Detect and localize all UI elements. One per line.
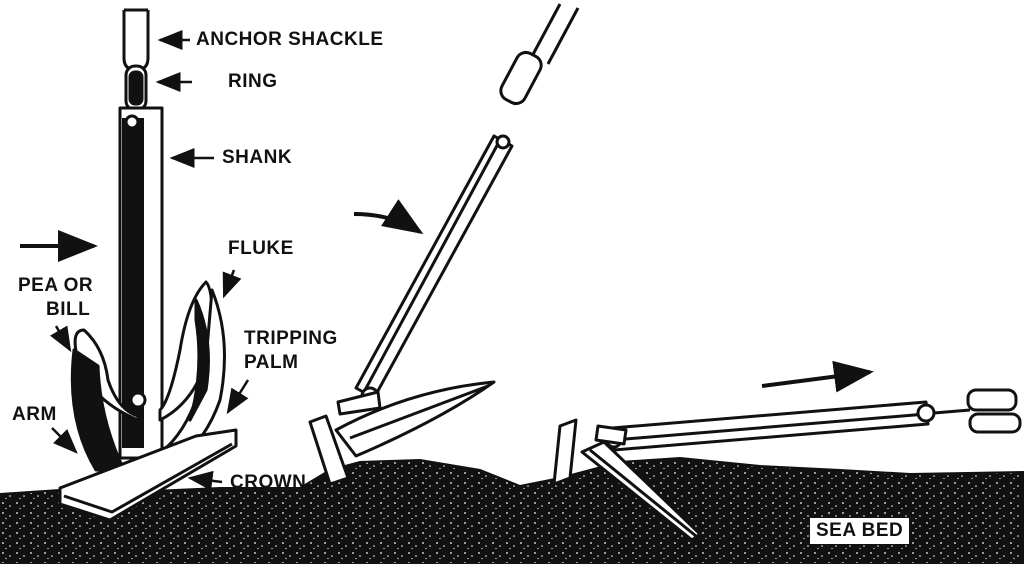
label-pea-or: PEA OR xyxy=(18,275,94,296)
label-tripping: TRIPPING xyxy=(244,328,338,349)
buried-anchor xyxy=(552,388,1022,542)
label-fluke: FLUKE xyxy=(228,238,294,259)
tilted-anchor-shank xyxy=(354,134,514,400)
anchor-shackle xyxy=(122,10,150,72)
label-arm: ARM xyxy=(12,404,57,425)
label-bill: BILL xyxy=(46,299,91,320)
label-sea-bed: SEA BED xyxy=(810,518,910,544)
label-crown: CROWN xyxy=(230,472,307,493)
upright-anchor xyxy=(58,8,238,522)
tilted-anchor xyxy=(308,3,580,486)
motion-arrow-right xyxy=(761,360,874,393)
sea-bed-ground xyxy=(0,456,1024,565)
anchor-crown xyxy=(58,428,238,522)
label-anchor-shackle: ANCHOR SHACKLE xyxy=(196,29,384,50)
motion-arrow-curved xyxy=(353,199,424,235)
tilted-anchor-fluke xyxy=(334,380,496,458)
left-leader-arrows xyxy=(50,30,250,491)
label-shank: SHANK xyxy=(222,147,293,168)
label-ring: RING xyxy=(228,71,278,92)
label-palm: PALM xyxy=(244,352,299,373)
